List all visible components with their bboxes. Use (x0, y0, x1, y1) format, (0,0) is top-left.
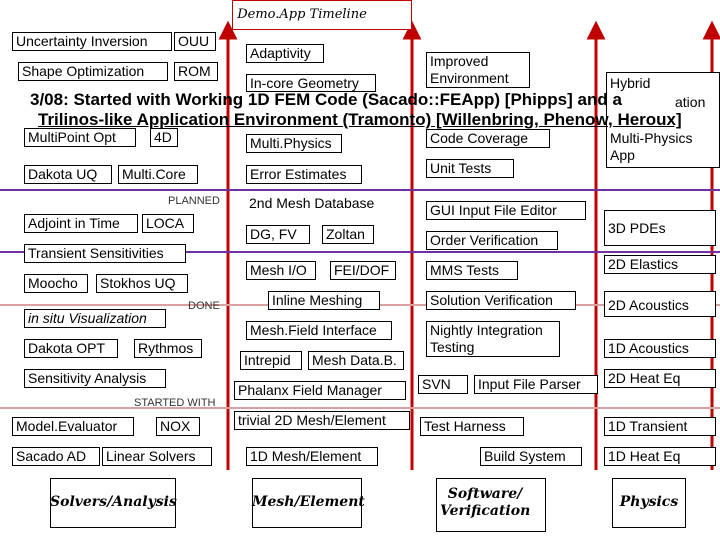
loca-box: LOCA (142, 214, 194, 233)
4d-box: 4D (150, 128, 178, 147)
sacado-ad-box: Sacado AD (12, 447, 100, 466)
mms-tests-box: MMS Tests (426, 261, 518, 280)
insitu-visualization-box: in situ Visualization (24, 309, 166, 328)
trivial-2d-mesh-box: trivial 2D Mesh/Element (234, 411, 410, 430)
adaptivity-box: Adaptivity (246, 44, 324, 63)
input-file-parser-box: Input File Parser (474, 375, 598, 394)
moocho-box: Moocho (24, 274, 88, 293)
test-harness-box: Test Harness (420, 417, 524, 436)
3d-pdes-box: 3D PDEs (604, 210, 716, 246)
stokhos-uq-box: Stokhos UQ (96, 274, 188, 293)
mesh-io-box: Mesh I/O (246, 261, 316, 280)
solvers-column-label: Solvers/Analysis (50, 494, 177, 510)
2d-acoustics-box: 2D Acoustics (604, 291, 716, 317)
adjoint-in-time-box: Adjoint in Time (24, 214, 138, 233)
hybrid-multiphysics-app-box: Hybrid Multi-Physics App (606, 72, 720, 168)
error-estimates-box: Error Estimates (246, 165, 362, 184)
1d-acoustics-box: 1D Acoustics (604, 339, 716, 358)
2d-heat-eq-box: 2D Heat Eq (604, 369, 716, 388)
nox-box: NOX (156, 417, 200, 436)
2nd-mesh-database-label: 2nd Mesh Database (249, 195, 375, 211)
sensitivity-analysis-box: Sensitivity Analysis (24, 369, 166, 388)
1d-transient-box: 1D Transient (604, 417, 716, 436)
multipoint-opt-box: MultiPoint Opt (24, 128, 136, 147)
multiphysics-box: Multi.Physics (246, 134, 342, 153)
zoltan-box: Zoltan (322, 225, 374, 244)
planned-label: PLANNED (168, 195, 220, 207)
incore-geometry-box: In-core Geometry (246, 74, 376, 92)
done-label: DONE (188, 300, 220, 312)
physics-column-label: Physics (619, 494, 679, 510)
mesh-footer-box (252, 478, 362, 528)
multicore-box: Multi.Core (118, 165, 198, 184)
dakota-uq-box: Dakota UQ (24, 165, 112, 184)
ouu-box: OUU (174, 32, 216, 51)
transient-sensitivities-box: Transient Sensitivities (24, 244, 186, 263)
build-system-box: Build System (480, 447, 582, 466)
code-coverage-box: Code Coverage (426, 129, 550, 148)
physics-arrowhead (702, 20, 720, 40)
shape-optimization-box: Shape Optimization (18, 62, 168, 81)
1d-heat-eq-box: 1D Heat Eq (604, 447, 716, 466)
linear-solvers-box: Linear Solvers (102, 447, 212, 466)
software-column-label: Software/ Verification (440, 486, 531, 519)
fei-dof-box: FEI/DOF (330, 261, 396, 280)
1d-mesh-element-box: 1D Mesh/Element (246, 447, 378, 466)
order-verification-box: Order Verification (426, 231, 558, 250)
rom-box: ROM (174, 62, 218, 81)
gui-input-file-editor-box: GUI Input File Editor (426, 201, 586, 220)
started-label: STARTED WITH (134, 397, 216, 409)
mesh-column-label: Mesh/Element (252, 494, 365, 510)
solvers-arrowhead (218, 20, 238, 40)
model-evaluator-box: Model.Evaluator (12, 417, 134, 436)
mesh-datab-box: Mesh Data.B. (308, 351, 404, 370)
software-arrowhead (586, 20, 606, 40)
nightly-integration-testing-box: Nightly Integration Testing (426, 321, 560, 357)
mesh-arrowhead (402, 20, 422, 40)
ation-label: ation (675, 94, 706, 110)
dg-fv-box: DG, FV (246, 225, 310, 244)
phalanx-field-manager-box: Phalanx Field Manager (234, 381, 406, 400)
banner-line-1: 3/08: Started with Working 1D FEM Code (… (30, 90, 622, 109)
hybrid-label: Hybrid (610, 75, 651, 91)
dakota-opt-box: Dakota OPT (24, 339, 118, 358)
page-title: Demo.App Timeline (237, 7, 367, 22)
solvers-footer-box (50, 478, 176, 528)
meshfield-interface-box: Mesh.Field Interface (246, 321, 392, 340)
improved-environment-box: Improved Environment (426, 52, 530, 88)
banner-line-2: Trilinos-like Application Environment (T… (38, 110, 682, 129)
uncertainty-inversion-box: Uncertainty Inversion (12, 32, 172, 51)
2d-elastics-box: 2D Elastics (604, 255, 716, 274)
title-box (232, 0, 412, 30)
physics-footer-box (612, 478, 686, 528)
multiphysics-app-label: Multi-Physics App (610, 130, 693, 163)
solution-verification-box: Solution Verification (426, 291, 576, 310)
rythmos-box: Rythmos (134, 339, 202, 358)
svn-box: SVN (418, 375, 468, 394)
software-footer-box (436, 478, 546, 532)
unit-tests-box: Unit Tests (426, 159, 514, 178)
intrepid-box: Intrepid (240, 351, 302, 370)
inline-meshing-box: Inline Meshing (268, 291, 380, 310)
